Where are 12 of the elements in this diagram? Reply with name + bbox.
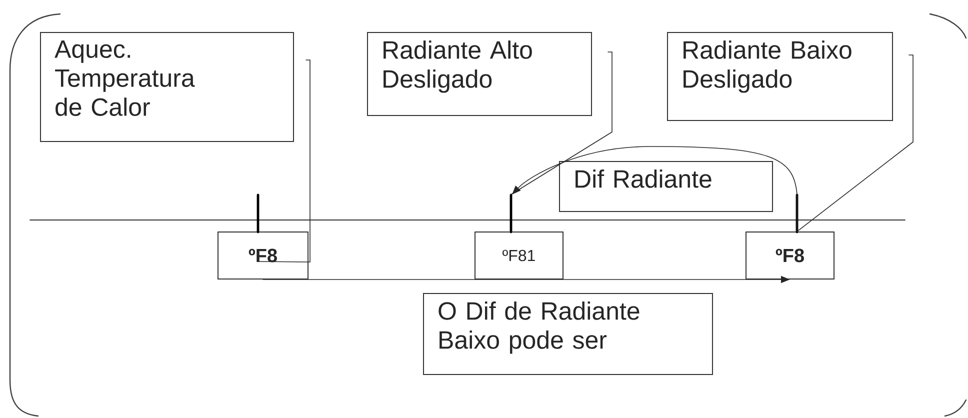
leader-line xyxy=(258,60,310,262)
leader-line xyxy=(510,52,612,195)
leader-line xyxy=(796,54,914,232)
text-box: Aquec. Temperatura de Calor xyxy=(40,32,294,142)
text-box: O Dif de Radiante Baixo pode ser xyxy=(423,293,713,375)
value-box: ºF8 xyxy=(746,232,834,280)
value-box: ºF8 xyxy=(218,232,308,280)
curved-arrow xyxy=(512,146,798,232)
text-box: Dif Radiante xyxy=(559,161,773,212)
text-box: Radiante Alto Desligado xyxy=(367,32,592,116)
value-box: ºF81 xyxy=(474,232,564,280)
text-box: Radiante Baixo Desligado xyxy=(667,32,893,121)
